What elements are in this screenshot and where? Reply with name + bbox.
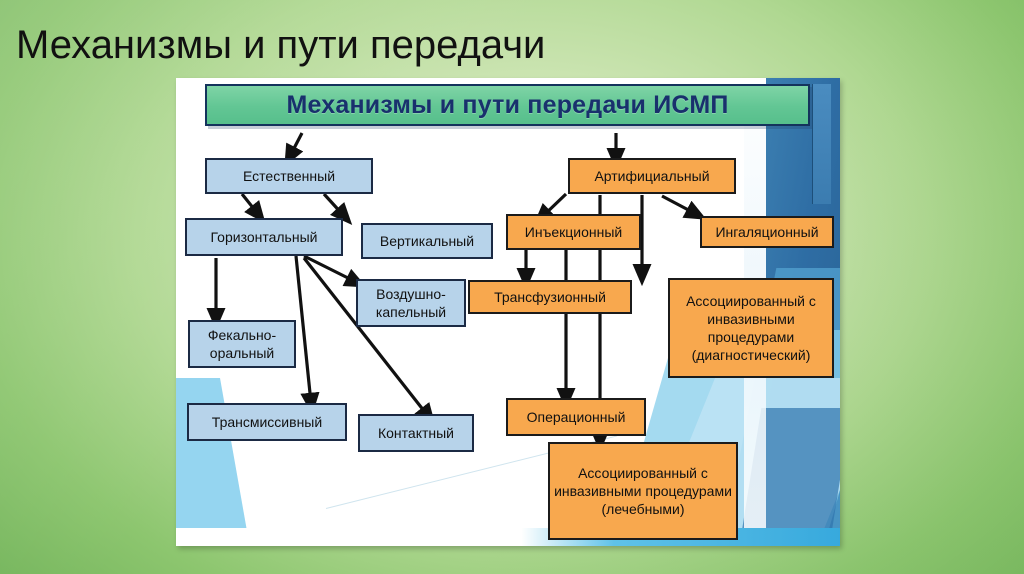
node-ingalyacionny[interactable]: Ингаляционный: [700, 216, 834, 248]
node-vozdushno-kapelny[interactable]: Воздушно-капельный: [356, 279, 466, 327]
node-label: Трансмиссивный: [211, 413, 323, 430]
node-label: Ингаляционный: [715, 223, 819, 240]
node-estestvenny[interactable]: Естественный: [205, 158, 373, 194]
node-assoc-therapeutic[interactable]: Ассоциированный с инвазивными процедурам…: [548, 442, 738, 540]
node-transmissivny[interactable]: Трансмиссивный: [187, 403, 347, 441]
node-vertikalny[interactable]: Вертикальный: [361, 223, 493, 259]
node-fekalno-oralny[interactable]: Фекально-оральный: [188, 320, 296, 368]
node-gorizontalny[interactable]: Горизонтальный: [185, 218, 343, 256]
node-label: Вертикальный: [379, 232, 475, 249]
decoration-header-tab: [812, 84, 831, 204]
node-label: Горизонтальный: [210, 228, 318, 245]
node-label: Воздушно-капельный: [375, 286, 447, 320]
node-label: Инъекционный: [524, 223, 623, 240]
node-operacionny[interactable]: Операционный: [506, 398, 646, 436]
node-kontaktny[interactable]: Контактный: [358, 414, 474, 452]
diagram-header-label: Механизмы и пути передачи ИСМП: [286, 90, 729, 119]
node-label: Контактный: [377, 424, 455, 441]
node-assoc-diagnostic[interactable]: Ассоциированный с инвазивными процедурам…: [668, 278, 834, 378]
diagram-header: Механизмы и пути передачи ИСМП: [205, 84, 810, 126]
node-label: Естественный: [242, 167, 336, 184]
node-label: Операционный: [526, 408, 626, 425]
node-artificialny[interactable]: Артифициальный: [568, 158, 736, 194]
diagram-panel: Механизмы и пути передачи ИСМП Естествен…: [176, 78, 840, 546]
node-transfuzionny[interactable]: Трансфузионный: [468, 280, 632, 314]
node-inekcionny[interactable]: Инъекционный: [506, 214, 641, 250]
node-label: Артифициальный: [594, 167, 710, 184]
node-label: Ассоциированный с инвазивными процедурам…: [686, 293, 816, 363]
node-label: Трансфузионный: [494, 288, 606, 305]
node-label: Фекально-оральный: [207, 327, 277, 361]
node-label: Ассоциированный с инвазивными процедурам…: [554, 465, 732, 517]
page-title: Механизмы и пути передачи: [16, 23, 546, 67]
